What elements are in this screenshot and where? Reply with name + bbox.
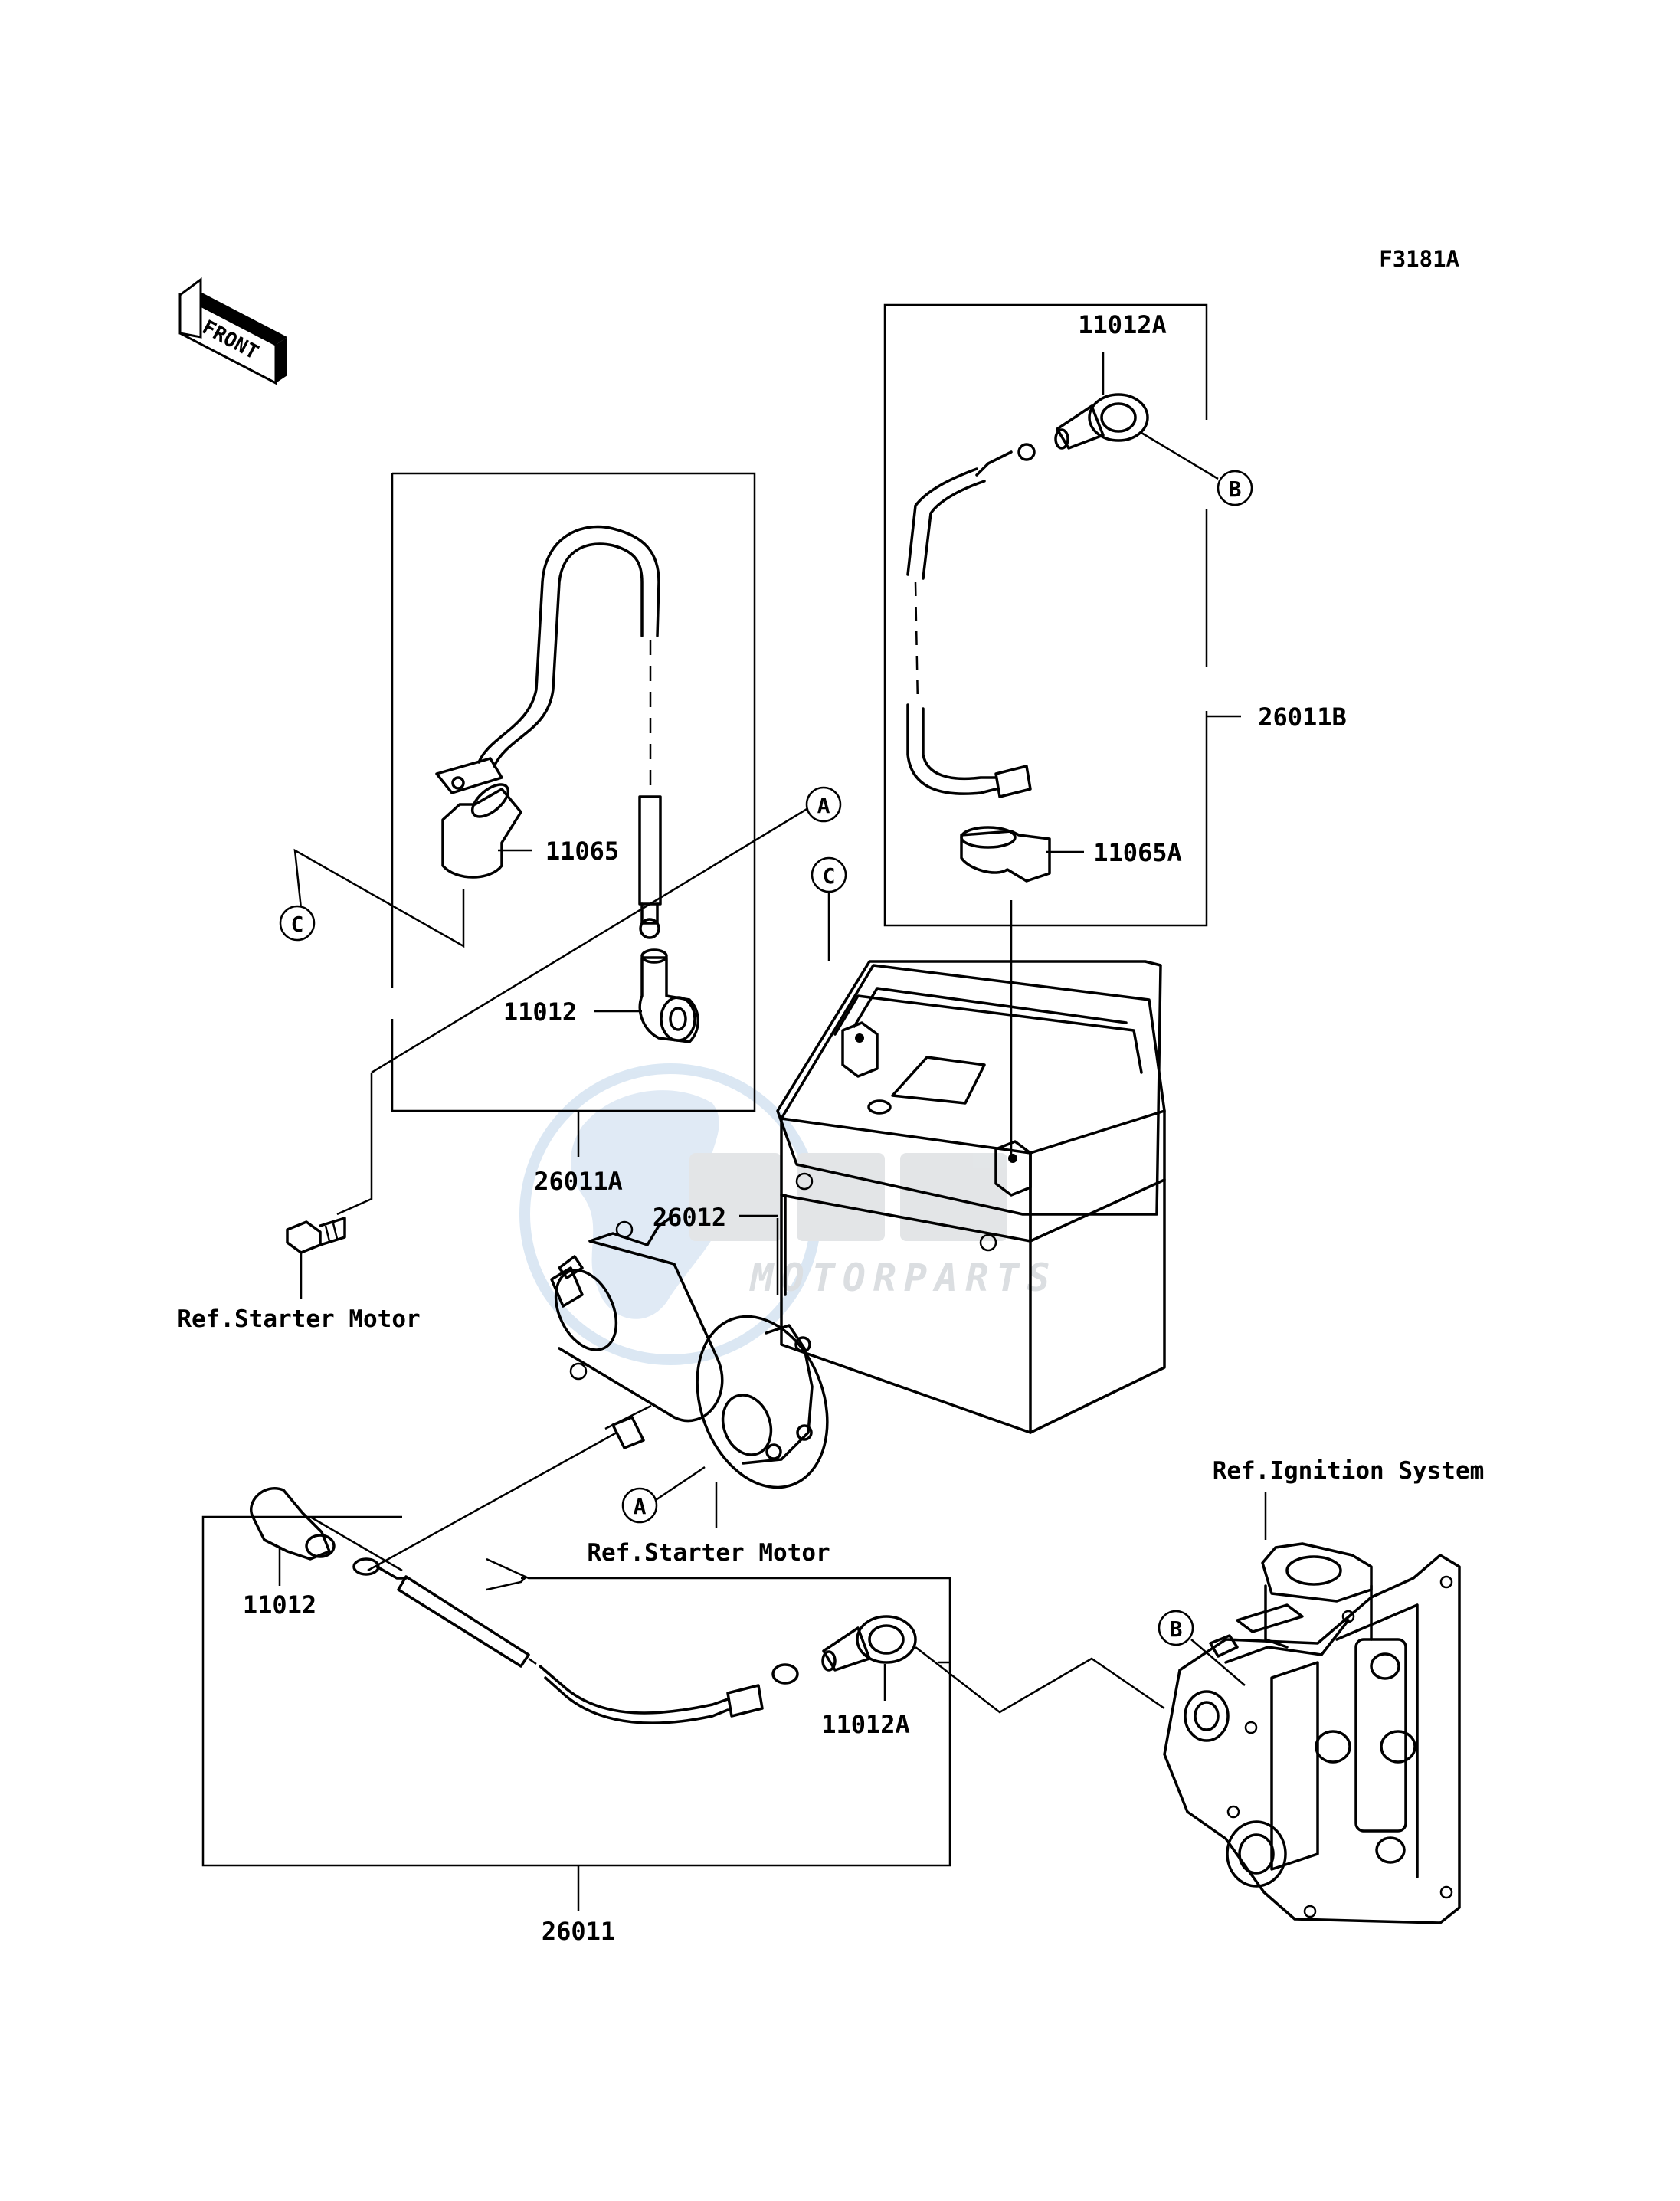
svg-text:A: A — [634, 1494, 647, 1519]
battery-26012: 26012 — [653, 960, 1166, 1434]
figure-code: F3181A — [1379, 246, 1459, 272]
terminal-11012A-bottom: 11012A — [821, 1615, 917, 1739]
group-26011: 26011 — [201, 1515, 951, 1946]
group-box-26011B — [883, 303, 1208, 927]
starter-motor — [550, 1217, 829, 1528]
svg-text:C: C — [823, 863, 836, 889]
callout-c-left: C — [279, 905, 316, 942]
callout-a-top: A — [805, 786, 842, 823]
boot-11065A: 11065A — [960, 826, 1182, 883]
cable-26011A — [435, 525, 662, 939]
connection-line-c-left — [293, 848, 465, 948]
connection-line-a-top — [371, 807, 809, 1074]
watermark: MOTORPARTS — [519, 1063, 1057, 1365]
label-11065: 11065 — [545, 837, 619, 866]
group-box-26011A — [391, 472, 756, 1112]
label-11012-mid: 11012 — [503, 997, 577, 1027]
label-26011: 26011 — [542, 1917, 615, 1946]
label-11012A-top: 11012A — [1078, 310, 1167, 339]
ignition-housing — [1163, 1492, 1461, 1924]
svg-text:B: B — [1170, 1616, 1183, 1642]
svg-text:C: C — [291, 912, 304, 937]
ref-starter-motor-center: Ref.Starter Motor — [587, 1539, 830, 1567]
label-11012-bottom: 11012 — [243, 1590, 316, 1620]
boot-11065: 11065 — [441, 783, 619, 879]
group-box-26011 — [201, 1515, 951, 1867]
callout-a-bottom: A — [621, 1487, 658, 1524]
label-26011B: 26011B — [1258, 703, 1347, 732]
ref-starter-motor-left: Ref.Starter Motor — [177, 1305, 420, 1333]
svg-text:B: B — [1229, 477, 1242, 502]
cable-26011 — [352, 1557, 799, 1724]
group-26011B: 26011B — [883, 303, 1347, 927]
watermark-tagline: MOTORPARTS — [748, 1256, 1057, 1300]
label-11065A: 11065A — [1093, 838, 1182, 867]
group-26011A: 26011A — [391, 472, 756, 1196]
label-26012: 26012 — [653, 1203, 726, 1232]
terminal-11012-mid: 11012 — [503, 948, 699, 1043]
label-11012A-bottom: 11012A — [821, 1710, 910, 1739]
callout-b-bottom: B — [1158, 1610, 1194, 1646]
svg-text:A: A — [817, 793, 830, 818]
callout-c-battery: C — [811, 856, 847, 893]
ref-ignition-system: Ref.Ignition System — [1213, 1457, 1485, 1485]
connection-line-starter-26011 — [367, 1431, 617, 1572]
cable-26011B — [906, 443, 1036, 798]
bolt-starter-ref — [286, 1217, 346, 1299]
terminal-11012-bottom: 11012 — [243, 1487, 336, 1620]
front-arrow-icon: FRONT — [178, 277, 287, 385]
callout-b-top: B — [1217, 470, 1253, 506]
terminal-11012A-top: 11012A — [1054, 310, 1219, 480]
label-26011A: 26011A — [534, 1167, 623, 1196]
connection-line-b-bottom — [915, 1646, 1165, 1714]
